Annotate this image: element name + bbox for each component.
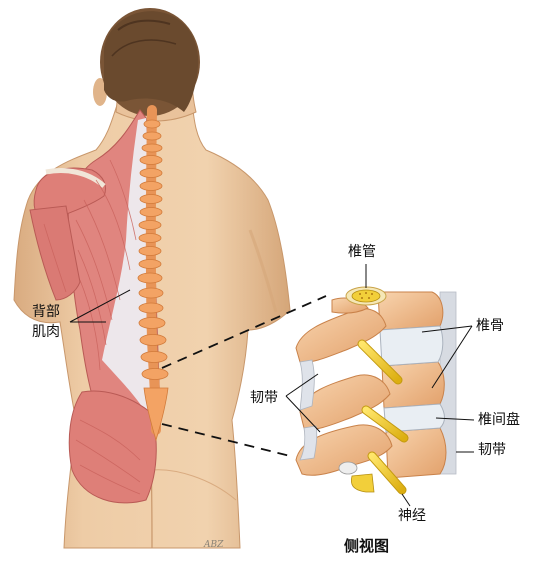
vertebral-arches bbox=[295, 297, 393, 476]
head bbox=[93, 8, 200, 116]
label-nerve: 神经 bbox=[398, 508, 426, 524]
label-vertebra: 椎骨 bbox=[476, 318, 504, 334]
nerves bbox=[338, 339, 409, 495]
label-ligament-right: 韧带 bbox=[478, 442, 506, 458]
label-spinal-canal: 椎管 bbox=[348, 244, 376, 260]
spinal-canal-cross-section bbox=[345, 286, 387, 306]
label-intervertebral-disc: 椎间盘 bbox=[478, 412, 520, 428]
intervertebral-discs bbox=[379, 325, 445, 433]
spine-back-view bbox=[137, 105, 169, 442]
label-leader-lines bbox=[69, 264, 475, 507]
zoom-connector-lines bbox=[161, 295, 327, 457]
posterior-ligaments bbox=[299, 359, 318, 461]
label-side-view: 侧视图 bbox=[344, 537, 390, 555]
back-muscles bbox=[29, 109, 161, 504]
side-view-inset bbox=[295, 286, 457, 495]
label-back-muscles-line1: 背部 bbox=[32, 304, 60, 320]
artist-signature: ABZ bbox=[204, 540, 224, 550]
label-back-muscles-line2: 肌肉 bbox=[32, 324, 60, 340]
label-ligament-left: 韧带 bbox=[250, 390, 278, 406]
